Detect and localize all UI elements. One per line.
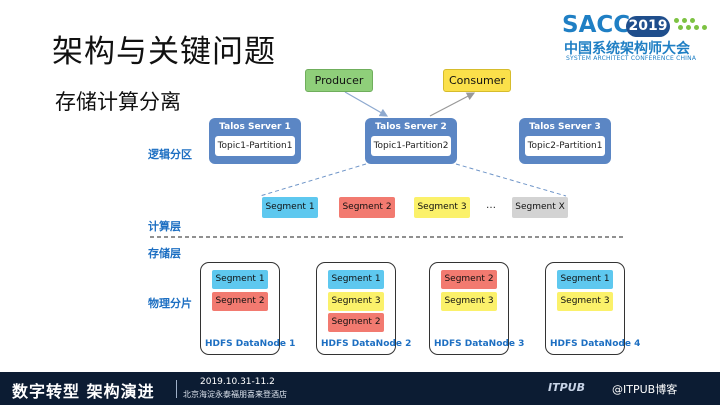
logo-cn-text: 中国系统架构师大会 (564, 41, 690, 57)
logo-en-text: SYSTEM ARCHITECT CONFERENCE CHINA (566, 55, 697, 62)
label-logical-partition: 逻辑分区 (148, 148, 192, 161)
datanode-label: HDFS DataNode 4 (550, 339, 641, 349)
node2-segment: Segment 2 (328, 313, 384, 332)
datanode-label: HDFS DataNode 3 (434, 339, 525, 349)
producer-box: Producer (305, 69, 373, 92)
server-segment-dash-left (259, 163, 367, 197)
page-subtitle: 存储计算分离 (55, 90, 181, 114)
label-physical-shard: 物理分片 (148, 297, 192, 310)
node2-segment: Segment 1 (328, 270, 384, 289)
footer-watermark: @ITPUB博客 (612, 383, 678, 396)
footer-venue: 北京海淀永泰福朋喜来登酒店 (183, 390, 287, 399)
diagram-connectors (150, 91, 625, 238)
node1-segment: Segment 2 (212, 292, 268, 311)
compute-segment-1: Segment 1 (262, 197, 318, 218)
page-title: 架构与关键问题 (52, 34, 276, 70)
footer-slogan: 数字转型 架构演进 (12, 382, 155, 401)
footer-brand: ITPUB (548, 381, 585, 394)
datanode-label: HDFS DataNode 2 (321, 339, 412, 349)
compute-segment-2: Segment 2 (339, 197, 395, 218)
node4-segment: Segment 1 (557, 270, 613, 289)
logo-dots-icon (674, 18, 710, 36)
logo-sacc-text: SACC (562, 12, 631, 38)
server-partition: Topic2-Partition1 (525, 136, 605, 156)
footer-separator (176, 380, 177, 398)
label-compute-layer: 计算层 (148, 220, 181, 233)
server-name: Talos Server 2 (375, 122, 447, 132)
node3-segment: Segment 2 (441, 270, 497, 289)
server-partition: Topic1-Partition2 (371, 136, 451, 156)
node1-segment: Segment 1 (212, 270, 268, 289)
consumer-arrow (429, 92, 476, 117)
logo-year-badge: 2019 (626, 16, 670, 37)
producer-arrow (344, 91, 389, 117)
server-name: Talos Server 3 (529, 122, 601, 132)
compute-segment-3: Segment 3 (414, 197, 470, 218)
server-partition: Topic1-Partition1 (215, 136, 295, 156)
talos-server-2: Talos Server 2 Topic1-Partition2 (365, 118, 457, 164)
node4-segment: Segment 3 (557, 292, 613, 311)
compute-segment-ellipsis: … (486, 200, 496, 211)
consumer-box: Consumer (443, 69, 511, 92)
talos-server-3: Talos Server 3 Topic2-Partition1 (519, 118, 611, 164)
talos-server-1: Talos Server 1 Topic1-Partition1 (209, 118, 301, 164)
server-name: Talos Server 1 (219, 122, 291, 132)
compute-segment-x: Segment X (512, 197, 568, 218)
node2-segment: Segment 3 (328, 292, 384, 311)
label-storage-layer: 存储层 (148, 247, 181, 260)
node3-segment: Segment 3 (441, 292, 497, 311)
footer-bar: 数字转型 架构演进 2019.10.31-11.2 北京海淀永泰福朋喜来登酒店 … (0, 372, 720, 405)
footer-date: 2019.10.31-11.2 (200, 377, 275, 387)
server-segment-dash-right (455, 163, 567, 197)
datanode-label: HDFS DataNode 1 (205, 339, 296, 349)
sacc-logo: SACC 2019 中国系统架构师大会 SYSTEM ARCHITECT CON… (562, 12, 714, 66)
